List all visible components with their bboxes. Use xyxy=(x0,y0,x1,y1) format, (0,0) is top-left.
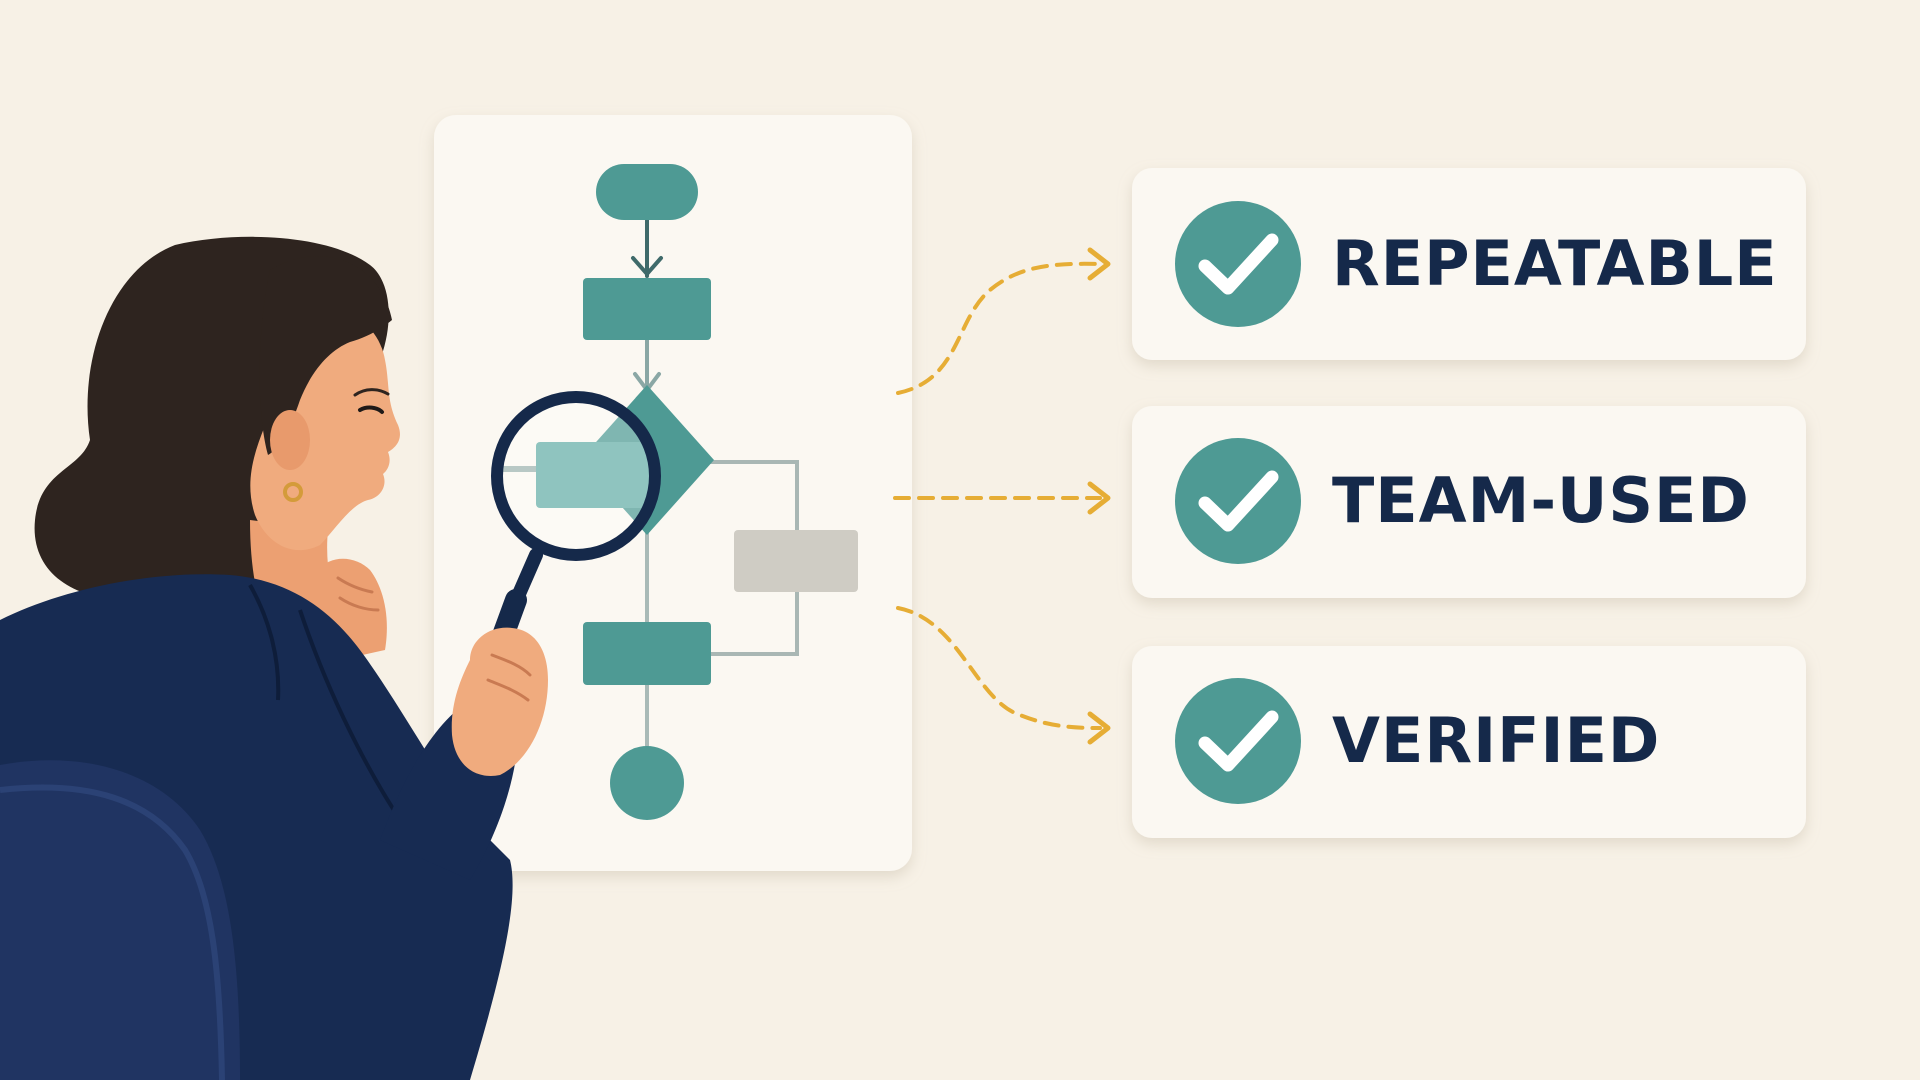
arrow-head-icon xyxy=(1087,711,1111,745)
badge-label-repeatable: REPEATABLE xyxy=(1332,227,1778,300)
holding-hand xyxy=(451,627,548,776)
eye xyxy=(358,405,384,414)
woman-figure xyxy=(0,236,519,1080)
arrow-head-icon xyxy=(1087,481,1111,515)
eyebrow xyxy=(353,388,390,397)
process-node-1 xyxy=(583,278,711,340)
start-terminal-node xyxy=(596,164,698,220)
badge-label-team-used: TEAM-USED xyxy=(1332,464,1750,537)
arrow-head-icon xyxy=(1087,247,1111,281)
check-circle-icon xyxy=(1175,678,1301,804)
end-terminal-node xyxy=(610,746,684,820)
badge-label-verified: VERIFIED xyxy=(1332,704,1661,777)
dashed-arrows xyxy=(893,261,1102,730)
check-circle-icon xyxy=(1175,201,1301,327)
ear xyxy=(270,410,310,470)
check-circle-icon xyxy=(1175,438,1301,564)
badge-cards xyxy=(1132,168,1806,838)
side-process-node xyxy=(734,530,858,592)
earring xyxy=(283,482,303,502)
magnifying-glass-icon xyxy=(451,391,661,776)
process-node-2 xyxy=(583,622,711,685)
